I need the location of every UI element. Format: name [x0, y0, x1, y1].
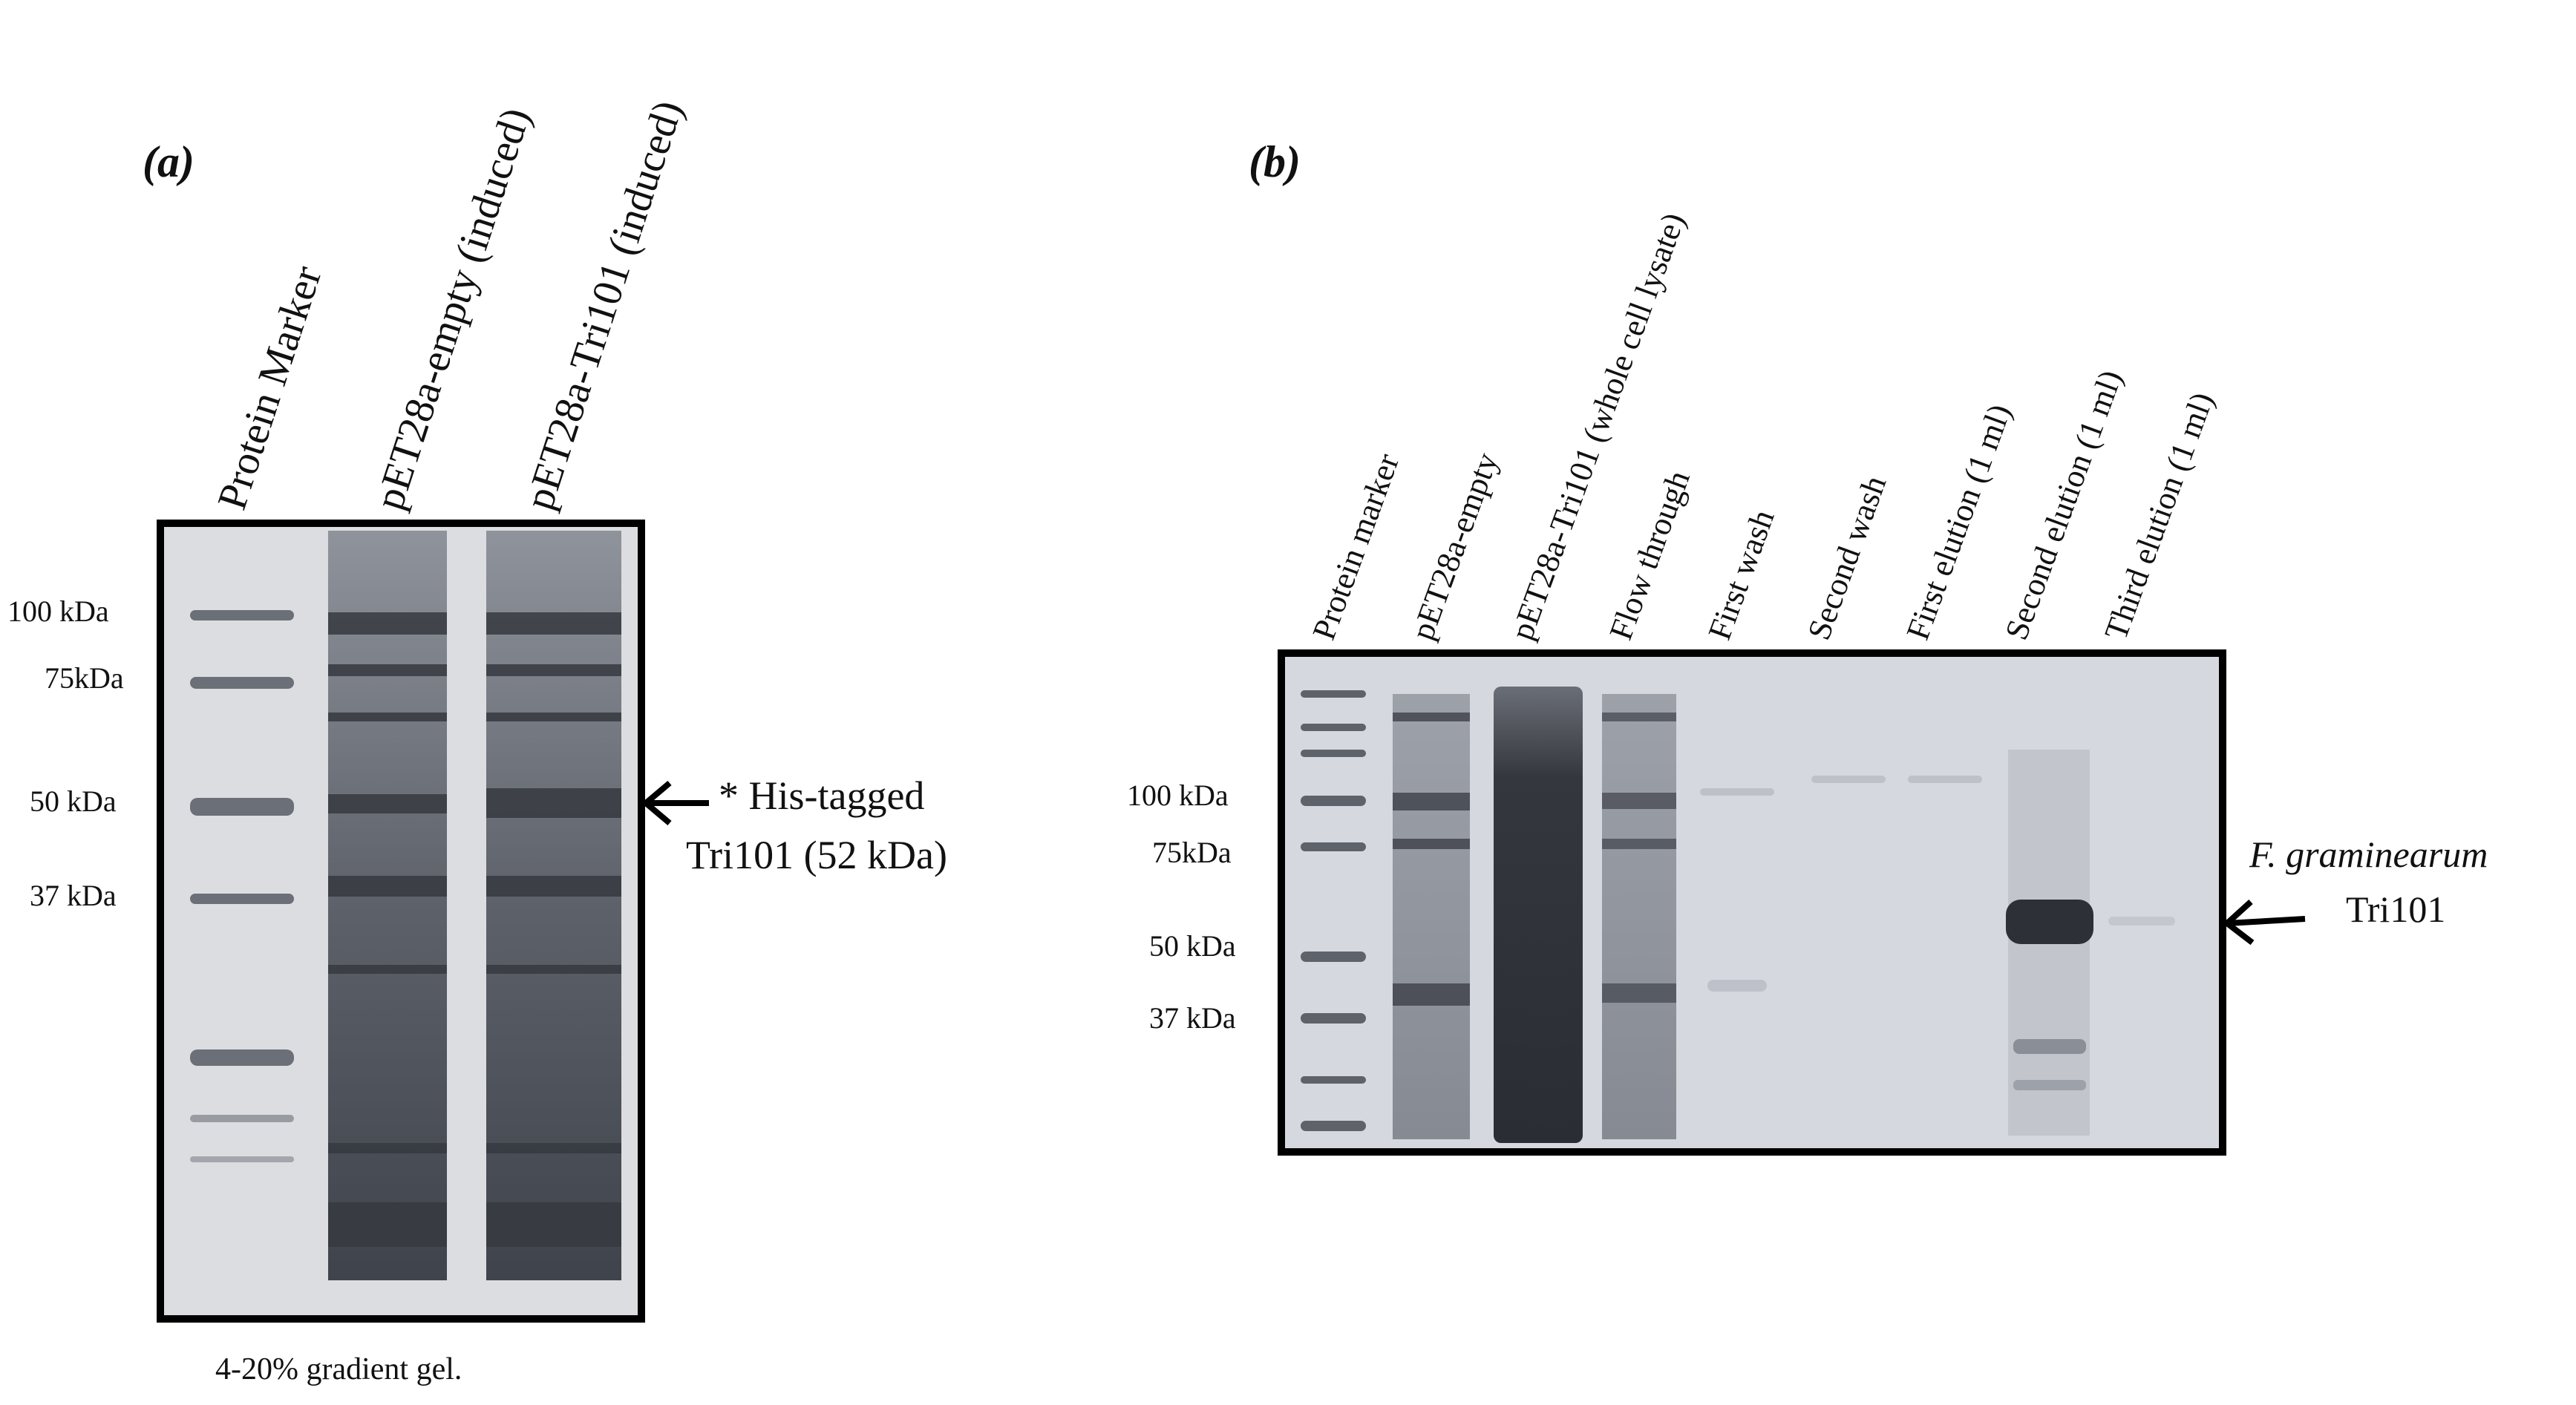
- panel-a-marker-label: 50 kDa: [30, 785, 117, 818]
- panel-b-lane-lysate: [1494, 687, 1583, 1143]
- panel-b-marker-bands: [1301, 690, 1366, 1131]
- panel-a-marker-label: 100 kDa: [7, 595, 109, 628]
- panel-b-lane-label: Protein marker: [1305, 448, 1406, 644]
- panel-a-letter: (a): [143, 137, 194, 186]
- panel-a-arrow: [641, 780, 709, 826]
- panel-b-band-tri101: [2006, 900, 2093, 944]
- panel-b-marker-label: 75kDa: [1152, 836, 1232, 869]
- panel-b-annotation-protein: Tri101: [2346, 888, 2445, 930]
- panel-b-lane-label: First elution (1 ml): [1899, 399, 2018, 644]
- panel-b-annotation-species: F. graminearum: [2249, 833, 2488, 875]
- panel-a-sample-lanes: [328, 531, 621, 1280]
- panel-a-gel-image: [160, 523, 641, 1319]
- panel-b-lane-label: Second wash: [1800, 471, 1893, 645]
- panel-b-marker-label: 50 kDa: [1149, 929, 1236, 963]
- panel-a-lane-label: pET28a-empty (induced): [366, 102, 539, 515]
- panel-b-lane-label: Flow through: [1602, 466, 1697, 645]
- panel-b-marker-label: 100 kDa: [1127, 779, 1229, 812]
- panel-a-lane-label: pET28a-Tri101 (induced): [516, 95, 692, 515]
- panel-b: (b) Protein marker pET28a-empty pET28a-T…: [1127, 137, 2488, 1156]
- panel-b-gel-frame: [1278, 649, 2226, 1156]
- panel-b-letter: (b): [1249, 137, 1301, 186]
- panel-a-lane-label: Protein Marker: [209, 261, 330, 515]
- panel-a: (a) Protein Marker pET28a-empty (induced…: [7, 95, 947, 1386]
- panel-b-lane-label: pET28a-Tri101 (whole cell lysate): [1503, 208, 1692, 644]
- panel-a-marker-label: 75kDa: [45, 661, 124, 695]
- panel-a-annotation: * His-tagged: [719, 773, 924, 818]
- panel-a-caption: 4-20% gradient gel.: [215, 1352, 462, 1386]
- panel-a-marker-label: 37 kDa: [30, 879, 117, 912]
- panel-b-arrow: [2222, 900, 2306, 946]
- panel-a-marker-bands: [190, 610, 294, 1162]
- panel-b-lane-label: pET28a-empty: [1404, 448, 1505, 645]
- panel-a-annotation: Tri101 (52 kDa): [686, 833, 947, 877]
- panel-a-gel-frame: [157, 520, 645, 1323]
- panel-b-marker-label: 37 kDa: [1149, 1001, 1236, 1035]
- panel-b-lane-flow-through: [1602, 694, 1676, 1139]
- panel-b-lane-empty: [1393, 694, 1470, 1139]
- panel-b-gel-image: [1281, 653, 2223, 1152]
- panel-b-lane-label: Third elution (1 ml): [2097, 387, 2220, 644]
- panel-b-lane-label: First wash: [1701, 505, 1781, 645]
